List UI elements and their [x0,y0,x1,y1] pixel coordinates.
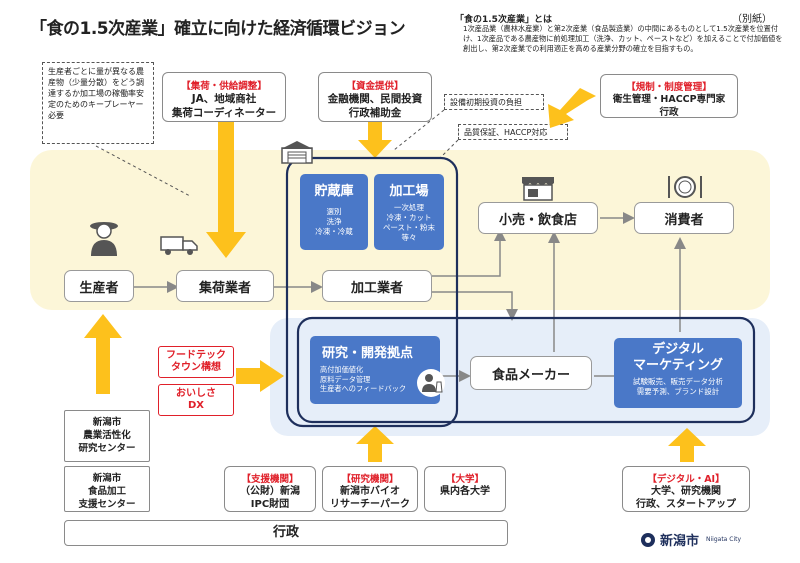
procurement-link-line [95,145,191,197]
research-org-label: 【研究機関】 [341,474,399,485]
foodtech-town-button: フードテック タウン構想 [158,346,234,378]
investment-link-line [393,109,445,151]
research-institute-arrow [356,426,394,462]
dx-arrow [236,360,284,392]
food-processing-center: 新潟市 食品加工 支援センター [64,466,150,512]
shop-icon [522,177,554,201]
support-org-body: （公財）新潟 IPC財団 [240,486,300,510]
regulation-box: 【規制・制度管理】 衛生管理・HACCP専門家 行政 [600,74,738,118]
funding-label: 【資金提供】 [346,81,404,92]
food-maker-node: 食品メーカー [470,356,592,390]
university-body: 県内各大学 [440,486,490,497]
digital-marketing-title: デジタル マーケティング [633,342,723,373]
research-center-arrow [84,314,122,394]
farmer-icon [90,222,118,256]
funding-box: 【資金提供】 金融機関、民間投資 行政補助金 [318,72,432,122]
logo-subtext: Niigata City [706,536,742,543]
digital-ai-box: 【デジタル・AI】 大学、研究機関 行政、スタートアップ [622,466,750,512]
city-emblem-icon [641,532,655,547]
regulation-arrow [548,88,596,128]
rnd-hub-title: 研究・開発拠点 [322,346,414,361]
university-box: 【大学】 県内各大学 [424,466,506,512]
procurement-issue-note: 生産者ごとに量が異なる農産物（少量分散）をどう調達するか加工場の稼働率安定のため… [42,62,154,144]
collection-supply-label: 【集荷・供給調整】 [181,81,267,92]
research-org-box: 【研究機関】 新潟市バイオ リサーチーパーク [322,466,418,512]
regulation-label: 【規制・制度管理】 [626,82,712,93]
truck-icon [160,236,198,255]
quality-assurance-note: 品質保証、HACCP対応 [458,124,568,140]
page-title: 「食の1.5次産業」確立に向けた経済循環ビジョン [30,19,406,39]
digital-ai-arrow [668,428,706,462]
agri-research-center: 新潟市 農業活性化 研究センター [64,410,150,462]
storage-box: 貯蔵庫 選別 洗浄 冷凍・冷蔵 [300,174,368,250]
collector-node: 集荷業者 [176,270,274,302]
warehouse-icon [281,141,313,164]
innovation-hub-outline [296,316,756,424]
support-org-box: 【支援機関】 （公財）新潟 IPC財団 [224,466,316,512]
definition-body: 1次産品業（農林水産業）と第2次産業（食品製造業）の中間にあるものとして1.5次… [463,24,783,53]
oishisa-dx-button: おいしさ DX [158,384,234,416]
processor-node: 加工業者 [322,270,432,302]
regulation-body: 衛生管理・HACCP専門家 行政 [612,94,726,118]
rnd-hub-box: 研究・開発拠点 高付加価値化 原料データ管理 生産者へのフィードバック [310,336,440,404]
government-bar: 行政 [64,520,508,546]
digital-marketing-body: 試験販売、販売データ分析 需要予測、ブランド設計 [633,377,723,396]
dining-icon [668,176,702,198]
research-org-body: 新潟市バイオ リサーチーパーク [330,486,410,510]
producer-node: 生産者 [64,270,134,302]
consumer-node: 消費者 [634,202,734,234]
rnd-hub-body: 高付加価値化 原料データ管理 生産者へのフィードバック [320,365,407,393]
quality-link-line [439,139,459,159]
collection-supply-body: JA、地域商社 集荷コーディネーター [171,93,277,119]
processing-hub-outline [285,156,459,428]
investment-burden-note: 設備初期投資の負担 [444,94,544,110]
processing-plant-title: 加工場 [389,184,429,199]
processing-plant-body: 一次処理 冷凍・カット ペースト・粉末 等々 [382,203,436,242]
digital-ai-label: 【デジタル・AI】 [647,474,725,485]
logo-text: 新潟市 [660,534,700,549]
university-label: 【大学】 [445,474,484,485]
researcher-icon [417,369,445,397]
processing-plant-box: 加工場 一次処理 冷凍・カット ペースト・粉末 等々 [374,174,444,250]
retail-node: 小売・飲食店 [478,202,598,234]
niigata-city-logo: 新潟市 Niigata City [640,530,741,549]
digital-marketing-box: デジタル マーケティング 試験販売、販売データ分析 需要予測、ブランド設計 [614,338,742,408]
definition-heading: 「食の1.5次産業」とは [455,15,552,25]
funding-body: 金融機関、民間投資 行政補助金 [327,93,423,119]
attachment-label: （別紙） [732,14,772,25]
funding-arrow [358,122,392,158]
storage-body: 選別 洗浄 冷凍・冷蔵 [315,207,353,236]
collection-supply-box: 【集荷・供給調整】 JA、地域商社 集荷コーディネーター [162,72,286,122]
storage-title: 貯蔵庫 [314,184,354,199]
digital-ai-body: 大学、研究機関 行政、スタートアップ [636,486,736,510]
supply-arrow [206,122,246,258]
support-org-label: 【支援機関】 [241,474,299,485]
